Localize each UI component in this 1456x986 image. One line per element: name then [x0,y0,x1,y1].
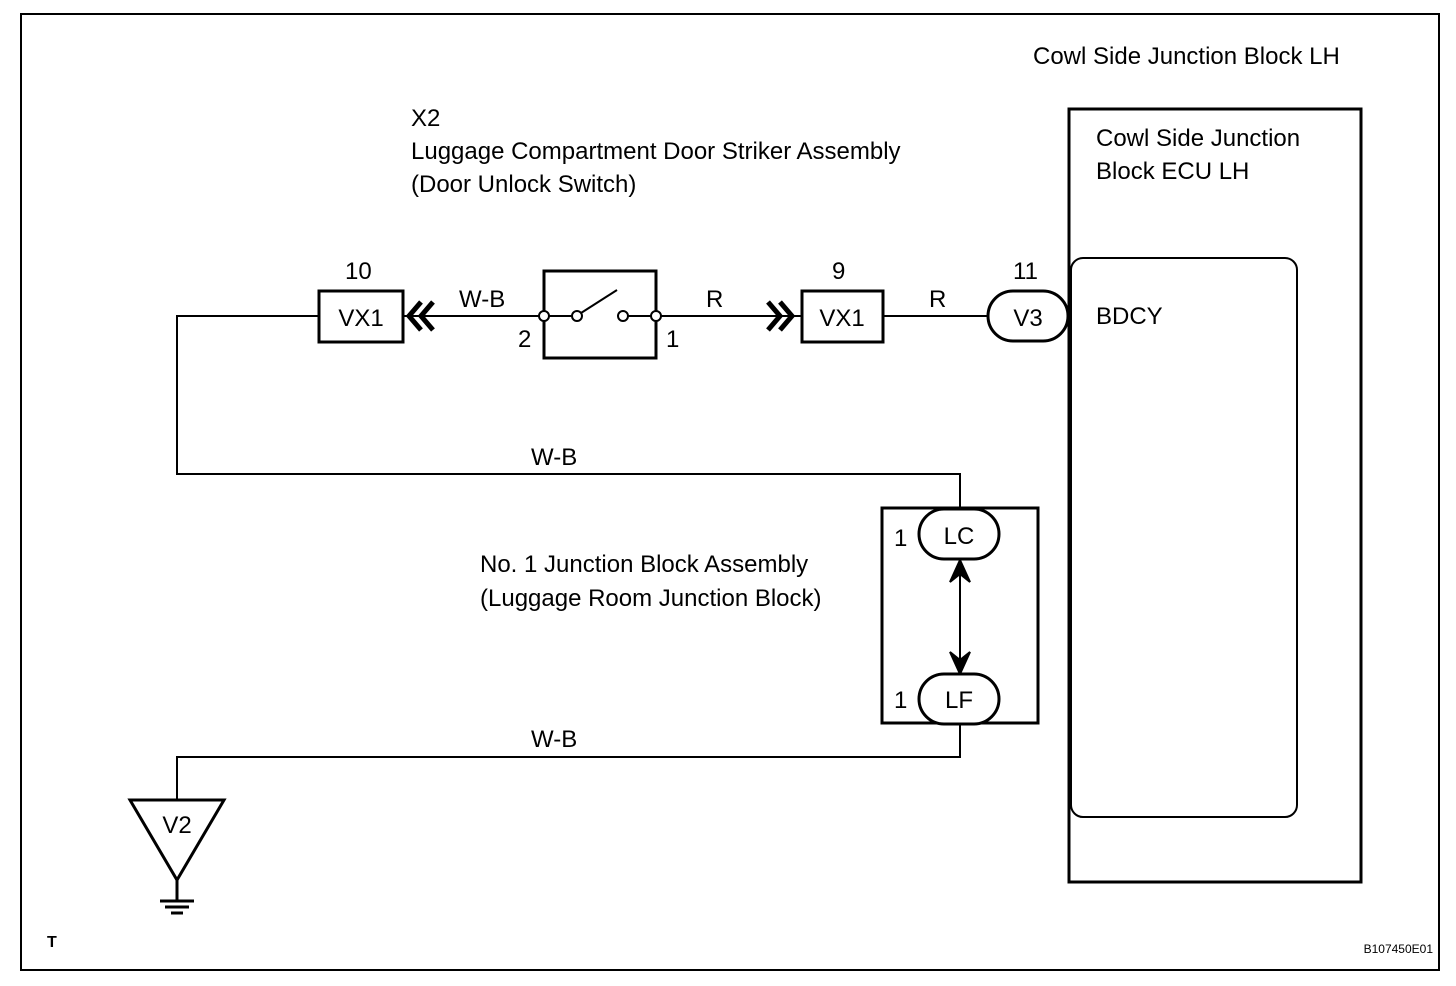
ecu-inner-module [1070,257,1298,818]
chevron-left-icon [405,300,435,332]
switch-pin-left: 2 [518,326,531,353]
connector-ecu-name: V3 [1013,305,1042,332]
connector-left-box [317,289,405,344]
wire-left-loop [176,315,961,507]
junction-top-oval [917,507,1001,561]
chevron-right-icon [766,300,796,332]
junction-top-pin: 1 [894,525,907,552]
connector-right-name: VX1 [819,305,864,332]
switch-code: X2 [411,105,440,132]
corner-mark: T [47,934,57,951]
arrow-down-icon [949,651,971,677]
wire-label-switch-left: W-B [459,286,505,313]
ecu-terminal-label: BDCY [1096,303,1163,330]
junction-bottom-name: LF [945,687,973,714]
wire-label-switch-right: R [706,286,723,313]
switch-terminal-2 [538,310,550,322]
switch-contact-left [571,310,583,322]
ground-icon [160,880,194,915]
connector-left-name: VX1 [338,305,383,332]
connector-ecu-pin: 11 [1013,258,1038,285]
switch-terminal-1 [650,310,662,322]
junction-top-name: LC [944,523,975,550]
junction-subname: (Luggage Room Junction Block) [480,585,822,612]
figure-id: B107450E01 [1364,942,1434,956]
ecu-box [1067,107,1363,884]
switch-subname: (Door Unlock Switch) [411,171,636,198]
wire-to-ground [176,725,961,800]
wire-label-to-junction: W-B [531,444,577,471]
switch-contact-right [617,310,629,322]
ground-point-name: V2 [162,812,191,839]
ecu-label-line1: Cowl Side Junction [1096,125,1300,152]
switch-name: Luggage Compartment Door Striker Assembl… [411,138,901,165]
arrow-up-icon [949,557,971,583]
connector-right-box [800,289,885,344]
junction-name: No. 1 Junction Block Assembly [480,551,808,578]
ground-point-triangle [127,798,227,883]
junction-bottom-oval [917,672,1001,726]
connector-right-pin: 9 [832,258,845,285]
wires [176,315,1071,800]
ecu-label-line2: Block ECU LH [1096,158,1249,185]
wire-label-to-ground: W-B [531,726,577,753]
diagram-frame [20,13,1440,971]
switch-pin-right: 1 [666,326,679,353]
switch-box [542,269,658,360]
wire-label-to-ecu: R [929,286,946,313]
junction-bottom-pin: 1 [894,687,907,714]
connector-ecu-oval [986,289,1070,343]
cowl-block-label: Cowl Side Junction Block LH [1033,43,1340,70]
switch-blade [580,289,618,314]
connector-left-pin: 10 [345,258,372,285]
